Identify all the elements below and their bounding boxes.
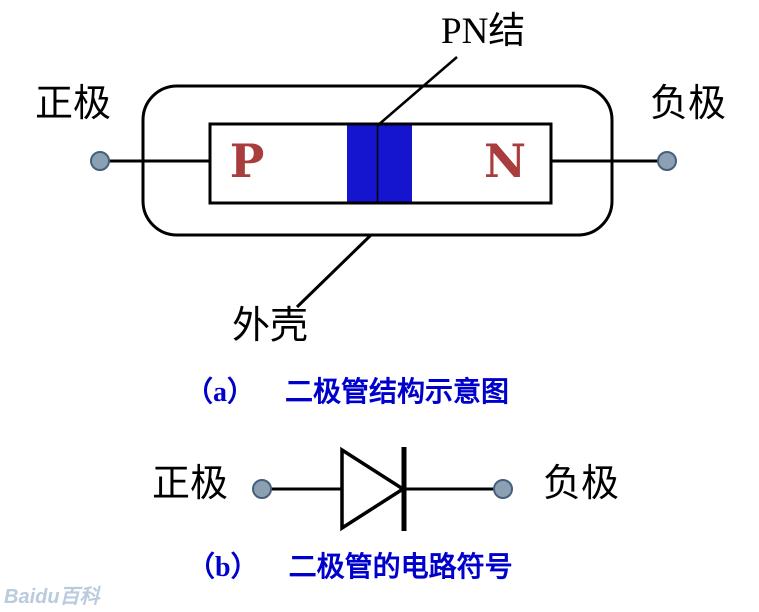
pn-junction-pointer-line	[376, 56, 458, 127]
caption-b-title: 二极管的电路符号	[288, 552, 513, 583]
pn-junction-region	[347, 125, 412, 202]
symbol-cathode-terminal-dot	[493, 479, 513, 499]
watermark-text: Baidu百科	[4, 586, 100, 608]
symbol-anode-triangle	[340, 446, 407, 532]
shell-label: 外壳	[232, 305, 309, 347]
anode-label-symbol: 正极	[152, 463, 229, 505]
caption-a-title: 二极管结构示意图	[285, 377, 510, 408]
caption-a: （a） 二极管结构示意图	[185, 370, 509, 410]
n-region-label: N	[483, 134, 527, 188]
cathode-terminal-dot	[657, 151, 677, 171]
caption-b-index: （b）	[187, 552, 259, 583]
diode-shell-outline	[141, 84, 614, 237]
cathode-label-structure: 负极	[650, 83, 727, 125]
anode-label-structure: 正极	[35, 83, 112, 125]
caption-b: （b） 二极管的电路符号	[187, 545, 513, 585]
shell-pointer-line	[295, 233, 373, 309]
p-region-label: P	[229, 134, 265, 188]
anode-terminal-dot	[90, 151, 110, 171]
symbol-anode-terminal-dot	[252, 479, 272, 499]
pn-junction-label: PN结	[441, 11, 526, 52]
caption-a-index: （a）	[185, 377, 256, 408]
cathode-label-symbol: 负极	[543, 463, 620, 505]
